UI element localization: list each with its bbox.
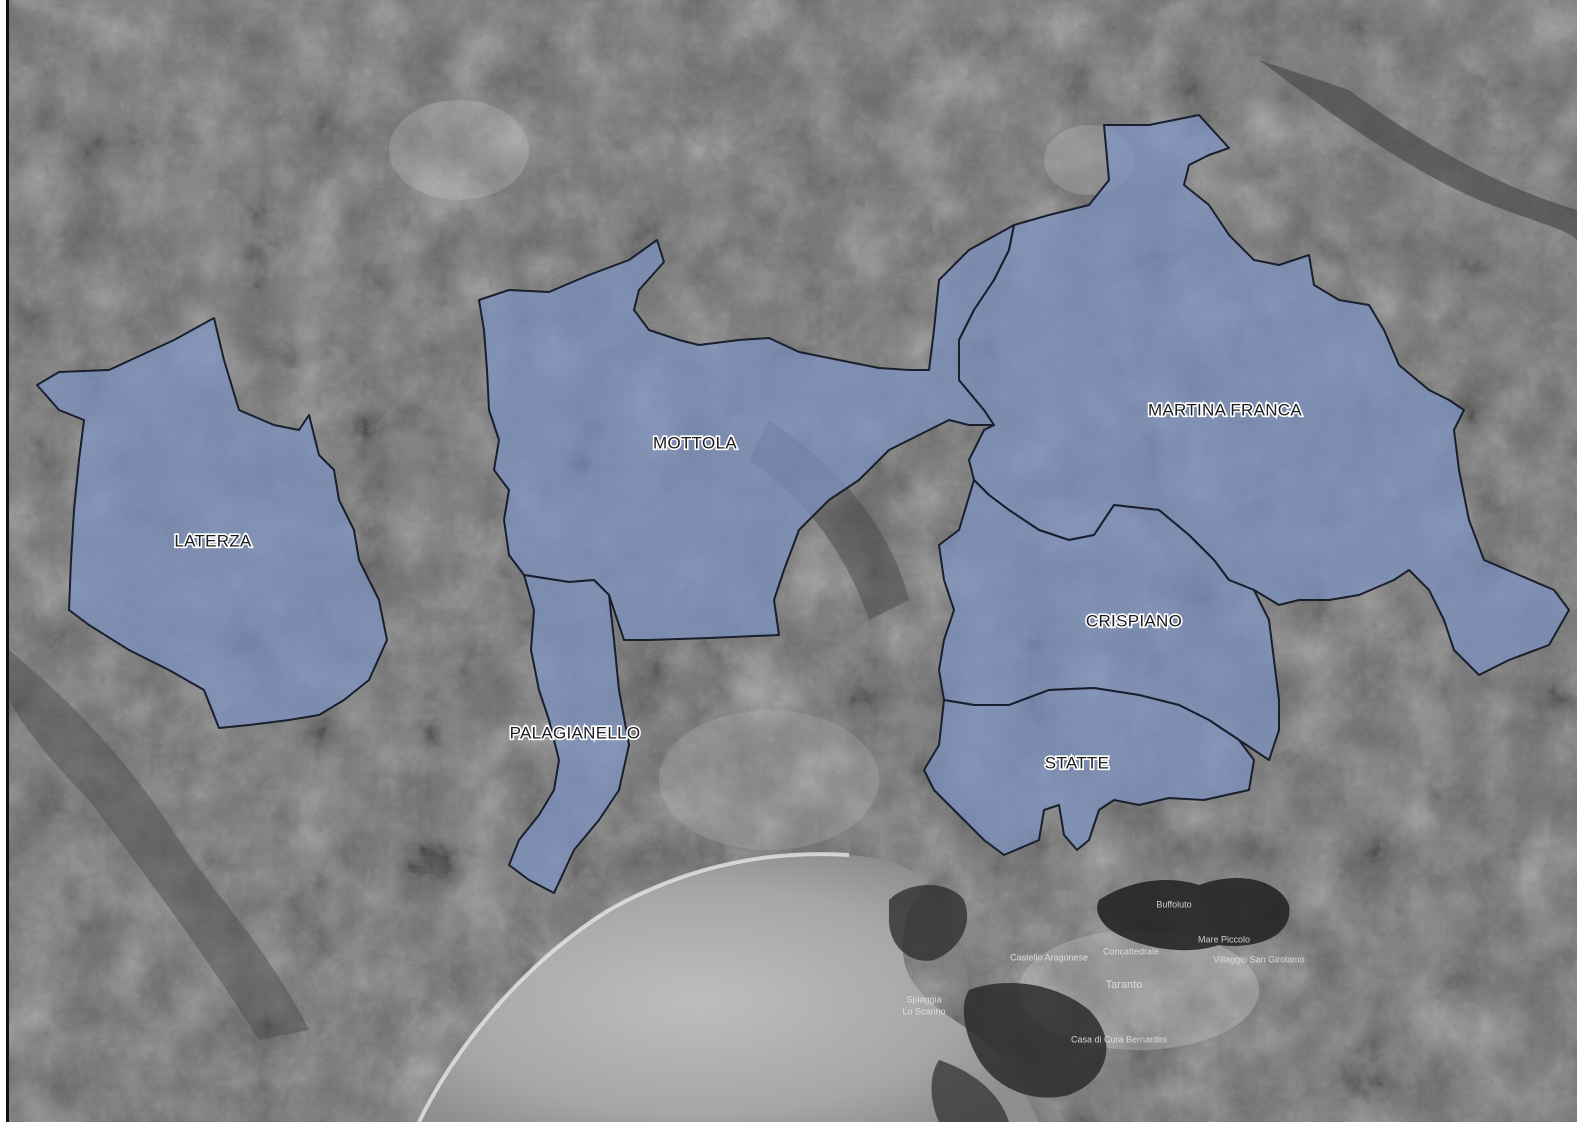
municipality-area-crispiano[interactable] [938,479,1280,761]
mar-piccolo [889,877,1290,1122]
place-label-castello-aragonese: Castello Aragonese [1010,952,1088,962]
municipality-label-mottola: MOTTOLA [653,433,737,452]
place-label-spiaggia: Spiaggia [906,994,941,1004]
municipality-area-palagianello[interactable] [508,574,630,894]
municipality-labels: LATERZA MOTTOLA PALAGIANELLO MARTINA FRA… [173,399,1304,774]
base-map-labels: Castello Aragonese Concattedrale Taranto… [902,899,1304,1044]
municipality-label-palagianello: PALAGIANELLO [510,723,641,742]
sea-area [417,852,1039,1122]
place-label-lo-scanno: Lo Scanno [902,1006,945,1016]
place-label-villaggio: Villaggio San Girolamo [1213,954,1304,964]
municipality-label-martina-franca: MARTINA FRANCA [1148,400,1302,419]
place-label-casa-di-cura: Casa di Cura Bernardini [1071,1034,1167,1044]
municipality-label-laterza: LATERZA [174,531,252,550]
place-label-mare-piccolo: Mare Piccolo [1198,934,1250,944]
municipality-label-statte: STATTE [1045,753,1109,772]
place-label-concattedrale: Concattedrale [1103,946,1159,956]
municipality-area-laterza[interactable] [36,317,388,729]
municipality-layer [36,114,1570,894]
municipality-label-crispiano: CRISPIANO [1086,611,1182,630]
municipality-area-statte[interactable] [923,687,1255,856]
map-canvas[interactable]: Castello Aragonese Concattedrale Taranto… [9,0,1577,1122]
place-label-buffoluto: Buffoluto [1156,899,1191,909]
map-view[interactable]: Castello Aragonese Concattedrale Taranto… [6,0,1577,1122]
place-label-taranto: Taranto [1106,979,1143,991]
